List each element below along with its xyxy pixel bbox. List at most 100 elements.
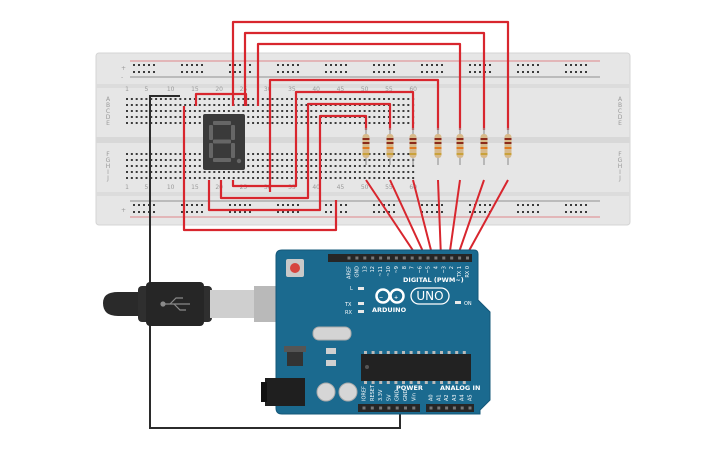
rail-hole: [249, 211, 251, 213]
analog-pin[interactable]: [445, 406, 449, 410]
digital-pin[interactable]: [371, 256, 375, 260]
rail-hole: [345, 211, 347, 213]
power-pin[interactable]: [404, 406, 407, 410]
analog-pin[interactable]: [452, 406, 456, 410]
breadboard-hole: [130, 110, 133, 112]
rail-hole: [436, 204, 438, 206]
breadboard-hole: [155, 153, 158, 155]
breadboard-hole: [407, 165, 410, 167]
breadboard-hole: [135, 98, 138, 100]
rail-hole: [292, 64, 294, 66]
resistor-band: [409, 138, 417, 140]
rail-hole: [378, 204, 380, 206]
power-jack[interactable]: [265, 378, 305, 406]
rail-hole: [239, 204, 241, 206]
rail-hole: [383, 71, 385, 73]
breadboard-hole: [159, 159, 162, 161]
resistor-band: [434, 147, 442, 149]
power-pin[interactable]: [387, 406, 391, 410]
breadboard-hole: [363, 159, 366, 161]
digital-pin[interactable]: [387, 256, 390, 260]
breadboard-hole: [213, 110, 216, 112]
infinity-logo-icon: [375, 288, 405, 304]
digital-pin[interactable]: [426, 256, 430, 260]
breadboard-hole: [155, 110, 158, 112]
resistor[interactable]: [386, 128, 394, 165]
digital-pin[interactable]: [418, 256, 422, 260]
breadboard-hole: [126, 153, 128, 155]
resistor-band: [504, 153, 512, 155]
breadboard-hole: [397, 159, 400, 161]
breadboard-hole: [383, 116, 386, 118]
analog-pin-label: A1: [436, 394, 442, 401]
power-pin[interactable]: [395, 406, 399, 410]
power-pin[interactable]: [379, 406, 383, 410]
breadboard-hole: [305, 104, 308, 106]
analog-pin[interactable]: [437, 406, 441, 410]
digital-pin[interactable]: [379, 256, 383, 260]
breadboard-hole: [290, 104, 293, 106]
resistor[interactable]: [362, 128, 370, 165]
breadboard-hole: [271, 171, 274, 173]
digital-pin[interactable]: [466, 256, 469, 260]
rail-hole: [527, 64, 529, 66]
rail-hole: [580, 211, 582, 213]
digital-pin[interactable]: [347, 256, 351, 260]
analog-pin[interactable]: [429, 406, 433, 410]
digital-pin-label: TX 1: [457, 266, 463, 278]
breadboard-hole: [189, 159, 192, 161]
breadboard-hole: [402, 177, 405, 179]
digital-pin[interactable]: [458, 256, 462, 260]
column-number: 20: [215, 86, 223, 93]
analog-pin[interactable]: [468, 406, 472, 410]
digital-pin[interactable]: [363, 256, 367, 260]
resistor-band: [456, 147, 464, 149]
breadboard-hole: [198, 122, 201, 124]
breadboard-hole: [402, 116, 405, 118]
rail-hole: [431, 64, 433, 66]
chip-leg: [394, 351, 398, 354]
power-pin[interactable]: [362, 406, 366, 410]
rail-hole: [239, 71, 241, 73]
chip-leg: [447, 351, 451, 354]
breadboard-hole: [349, 159, 352, 161]
digital-pin-label: ~11: [378, 266, 384, 277]
digital-pin[interactable]: [434, 256, 438, 260]
digital-pin[interactable]: [442, 256, 446, 260]
digital-pin[interactable]: [450, 256, 454, 260]
breadboard-hole: [334, 110, 337, 112]
power-pin[interactable]: [412, 406, 416, 410]
resistor[interactable]: [504, 128, 512, 165]
breadboard-hole: [179, 104, 182, 106]
analog-pin[interactable]: [460, 406, 464, 410]
rail-hole: [191, 211, 193, 213]
breadboard-hole: [339, 165, 342, 167]
resistor[interactable]: [480, 128, 488, 165]
digital-pin[interactable]: [402, 256, 406, 260]
breadboard-hole: [237, 177, 240, 179]
wire-seg-b: [243, 31, 486, 130]
seven-segment-display[interactable]: 8.: [0, 0, 245, 170]
resistor[interactable]: [409, 128, 417, 165]
breadboard-hole: [184, 165, 187, 167]
rail-hole: [436, 64, 438, 66]
digital-pin[interactable]: [355, 256, 359, 260]
digital-pin[interactable]: [394, 256, 398, 260]
power-pin[interactable]: [370, 406, 374, 410]
breadboard-hole: [150, 122, 153, 124]
analog-pin-label: A2: [444, 394, 450, 401]
breadboard-hole: [387, 177, 390, 179]
breadboard-hole: [271, 110, 274, 112]
resistor[interactable]: [434, 128, 442, 165]
breadboard-hole: [184, 110, 187, 112]
breadboard-hole: [232, 110, 235, 112]
resistor[interactable]: [456, 128, 464, 165]
breadboard-hole: [310, 122, 313, 124]
digital-pin[interactable]: [410, 256, 414, 260]
reset-button[interactable]: [290, 263, 300, 273]
breadboard-hole: [310, 116, 313, 118]
rail-divider-top: [96, 84, 630, 88]
breadboard-hole: [189, 98, 192, 100]
rail-hole: [469, 71, 471, 73]
